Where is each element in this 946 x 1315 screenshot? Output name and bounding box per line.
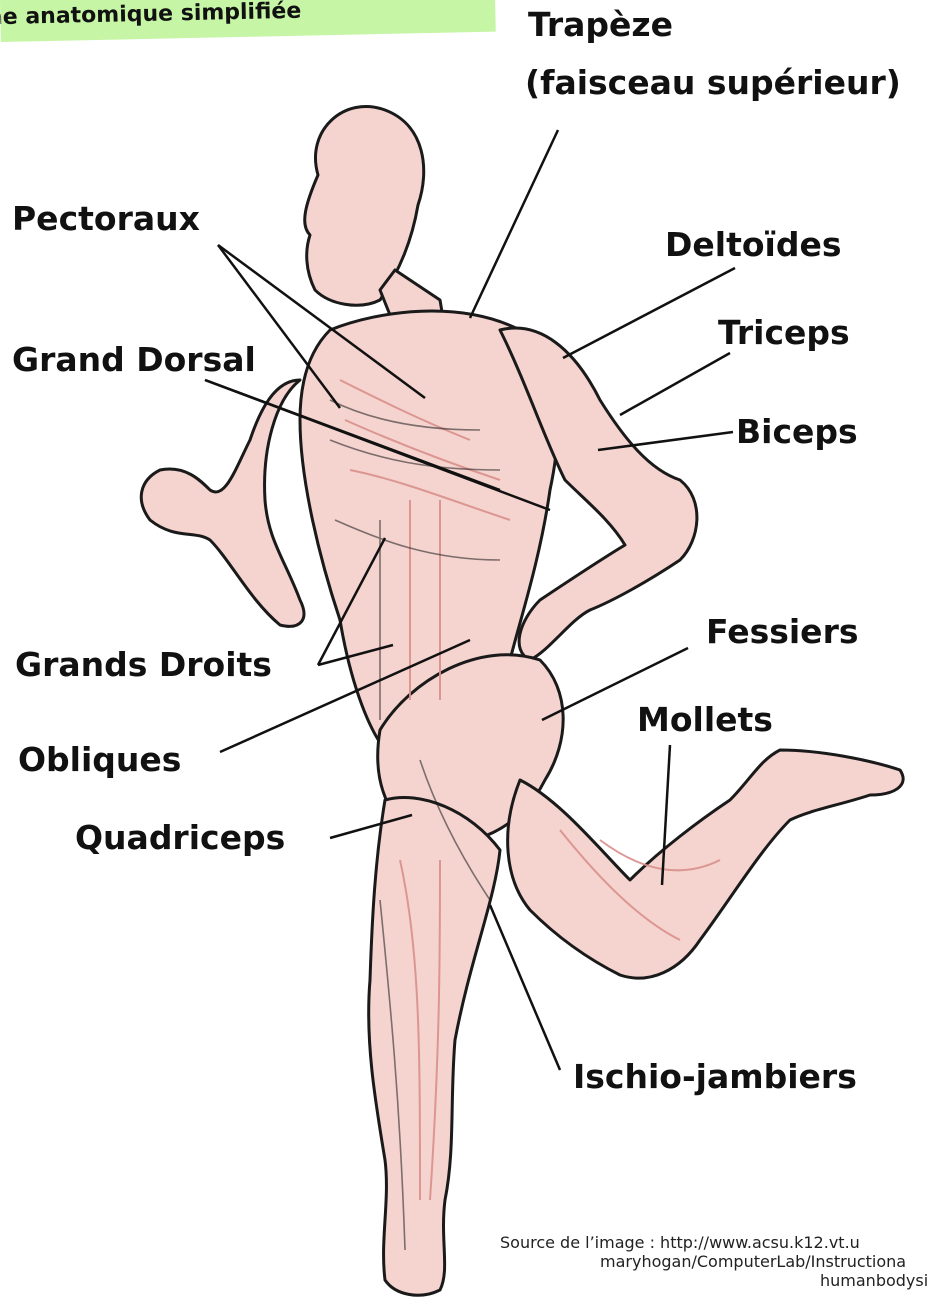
label-pectoraux: Pectoraux xyxy=(12,199,200,238)
source-line-1: Source de l’image : http://www.acsu.k12.… xyxy=(500,1233,946,1252)
label-deltoides: Deltoïdes xyxy=(665,225,842,264)
leader-deltoides xyxy=(563,268,735,358)
head xyxy=(305,106,424,305)
label-obliques: Obliques xyxy=(18,740,181,779)
label-trapeze: Trapèze xyxy=(528,5,673,44)
label-mollets: Mollets xyxy=(637,700,773,739)
label-grand-dorsal: Grand Dorsal xyxy=(12,340,256,379)
leader-triceps xyxy=(620,353,730,415)
back-leg xyxy=(508,750,903,978)
label-quadriceps: Quadriceps xyxy=(75,818,285,857)
front-leg xyxy=(369,797,500,1295)
label-fessiers: Fessiers xyxy=(706,612,858,651)
label-ischio-jambiers: Ischio-jambiers xyxy=(573,1057,857,1096)
source-line-2: maryhogan/ComputerLab/Instructiona xyxy=(500,1252,946,1271)
left-arm xyxy=(141,380,304,626)
label-biceps: Biceps xyxy=(736,412,858,451)
source-credit: Source de l’image : http://www.acsu.k12.… xyxy=(500,1233,946,1290)
label-grands-droits: Grands Droits xyxy=(15,645,272,684)
label-triceps: Triceps xyxy=(718,313,850,352)
source-line-3: humanbodysi xyxy=(500,1271,946,1290)
leader-trapeze xyxy=(470,130,558,318)
label-trapeze-detail: (faisceau supérieur) xyxy=(525,63,901,102)
